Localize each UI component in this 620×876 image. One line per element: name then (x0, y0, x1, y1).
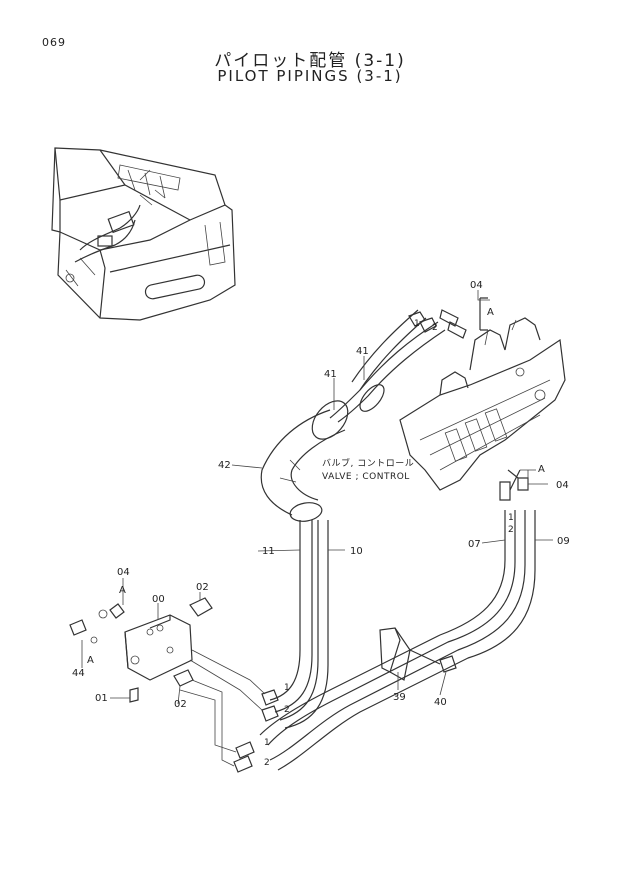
label-44: 44 (72, 668, 85, 679)
port-num-2-mid: 2 (284, 705, 290, 715)
clamp-39-bolt-40 (379, 627, 457, 681)
label-04-top: 04 (470, 280, 483, 291)
port-num-2-upper: 2 (432, 323, 438, 333)
port-num-1-upper: 1 (414, 319, 420, 329)
leader-lines (81, 290, 553, 705)
port-num-1-valve: 1 (508, 513, 514, 523)
ref-a-right: A (538, 464, 545, 475)
protector-hose-42 (260, 400, 349, 522)
label-02-lower: 02 (174, 699, 187, 710)
port-num-2-valve: 2 (508, 525, 514, 535)
ref-a-top: A (487, 307, 494, 318)
port-num-1-mid: 1 (284, 683, 290, 693)
label-42: 42 (218, 460, 231, 471)
hoses-10-11 (261, 520, 329, 729)
ref-a-lower-left: A (87, 655, 94, 666)
label-11: 11 (262, 546, 275, 557)
label-10: 10 (350, 546, 363, 557)
valve-name-en: VALVE ; CONTROL (322, 472, 410, 482)
solenoid-valve-block (69, 597, 266, 767)
hose-bundle-41 (329, 309, 446, 423)
label-09: 09 (557, 536, 570, 547)
label-40: 40 (434, 697, 447, 708)
label-04-left: 04 (117, 567, 130, 578)
port-num-2-bottom: 2 (264, 758, 270, 768)
page-number: 069 (42, 36, 66, 49)
hoses-07-09 (233, 510, 536, 773)
ref-a-left: A (119, 585, 126, 596)
label-41-right: 41 (356, 346, 369, 357)
label-04-right: 04 (556, 480, 569, 491)
machine-body-sketch (51, 147, 236, 321)
title-japanese: パイロット配管 (3-1) (214, 51, 406, 71)
valve-fittings-upper (439, 297, 536, 501)
control-valve (399, 317, 566, 491)
label-00: 00 (152, 594, 165, 605)
label-41-left: 41 (324, 369, 337, 380)
label-39: 39 (393, 692, 406, 703)
label-07: 07 (468, 539, 481, 550)
title-english: PILOT PIPINGS (3-1) (217, 67, 403, 85)
port-num-1-bottom: 1 (264, 738, 270, 748)
label-01: 01 (95, 693, 108, 704)
label-02-upper: 02 (196, 582, 209, 593)
valve-name-jp: バルブ, コントロール (322, 457, 414, 469)
